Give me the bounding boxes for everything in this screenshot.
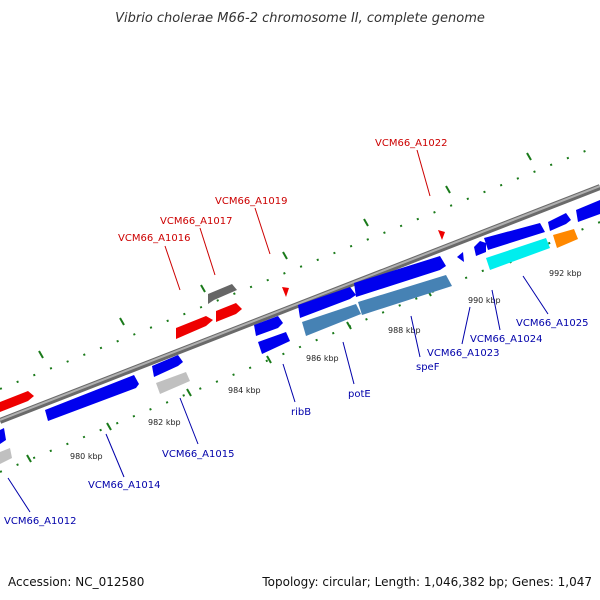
gene-blue-fwd-3[interactable] <box>548 213 571 231</box>
gene-vcm66-a1024-main[interactable] <box>484 223 545 250</box>
scale-label: 980 kbp <box>70 452 103 461</box>
gene-vcm66-a1016[interactable] <box>176 316 213 339</box>
gene-vcm66-a1022-marker[interactable] <box>438 230 445 240</box>
gene-vcm66-a1015[interactable] <box>156 372 190 394</box>
chromosome-backbone <box>0 184 600 424</box>
gene-vcm66-a1017[interactable] <box>208 284 237 304</box>
gene-blue-fwd-4[interactable] <box>576 200 600 222</box>
gene-label-reverse[interactable]: VCM66_A1015 <box>162 449 234 460</box>
gene-vcm66-a1019-marker[interactable] <box>282 287 289 297</box>
scale-label: 984 kbp <box>228 386 261 395</box>
gene-vcm66-a1025[interactable] <box>486 238 550 270</box>
gene-speF[interactable] <box>358 275 452 315</box>
upper-ruler <box>0 144 600 390</box>
gene-ribB[interactable] <box>258 332 290 354</box>
scale-label: 992 kbp <box>549 269 582 278</box>
gene-vcm66-a1023[interactable] <box>457 252 464 262</box>
reverse-genes <box>0 223 578 464</box>
gene-label-reverse[interactable]: potE <box>348 389 371 400</box>
gene-label-reverse[interactable]: ribB <box>291 407 311 418</box>
map-title: Vibrio cholerae M66-2 chromosome II, com… <box>115 11 485 26</box>
gene-label-reverse[interactable]: VCM66_A1025 <box>516 318 588 329</box>
gene-blue-fwd-6[interactable] <box>152 355 183 377</box>
gene-vcm66-a1012[interactable] <box>0 428 6 444</box>
gene-label-forward[interactable]: VCM66_A1022 <box>375 138 447 149</box>
forward-genes <box>0 200 600 412</box>
gene-blue-fwd-2[interactable] <box>354 256 446 297</box>
label-leaders <box>7 149 549 513</box>
scale-label: 988 kbp <box>388 326 421 335</box>
gene-blue-fwd-5[interactable] <box>254 316 283 336</box>
gene-label-forward[interactable]: VCM66_A1017 <box>160 216 232 227</box>
gene-vcm66-a1017-red[interactable] <box>216 303 242 322</box>
gene-label-reverse[interactable]: VCM66_A1014 <box>88 480 160 491</box>
gene-forward-red-left[interactable] <box>0 391 34 412</box>
gene-label-forward[interactable]: VCM66_A1016 <box>118 233 190 244</box>
gene-label-reverse[interactable]: VCM66_A1023 <box>427 348 499 359</box>
scale-labels: 980 kbp 982 kbp 984 kbp 986 kbp 988 kbp … <box>70 269 582 461</box>
gene-label-forward[interactable]: VCM66_A1019 <box>215 196 287 207</box>
gene-potE[interactable] <box>302 304 361 336</box>
forward-labels: VCM66_A1016 VCM66_A1017 VCM66_A1019 VCM6… <box>118 138 447 244</box>
gene-vcm66-a1024[interactable] <box>474 241 486 256</box>
scale-label: 986 kbp <box>306 354 339 363</box>
gene-label-reverse[interactable]: speF <box>416 362 440 373</box>
accession-text: Accession: NC_012580 <box>8 575 144 589</box>
gene-label-reverse[interactable]: VCM66_A1012 <box>4 516 76 527</box>
topology-text: Topology: circular; Length: 1,046,382 bp… <box>261 575 592 589</box>
gene-vcm66-a1014[interactable] <box>45 375 139 421</box>
gene-blue-fwd-1[interactable] <box>298 287 356 318</box>
gene-vcm66-a1012-gray[interactable] <box>0 448 12 464</box>
gene-orange[interactable] <box>553 229 578 248</box>
reverse-labels: VCM66_A1012 VCM66_A1014 VCM66_A1015 ribB… <box>4 318 588 527</box>
scale-label: 982 kbp <box>148 418 181 427</box>
scale-label: 990 kbp <box>468 296 501 305</box>
gene-label-reverse[interactable]: VCM66_A1024 <box>470 334 542 345</box>
